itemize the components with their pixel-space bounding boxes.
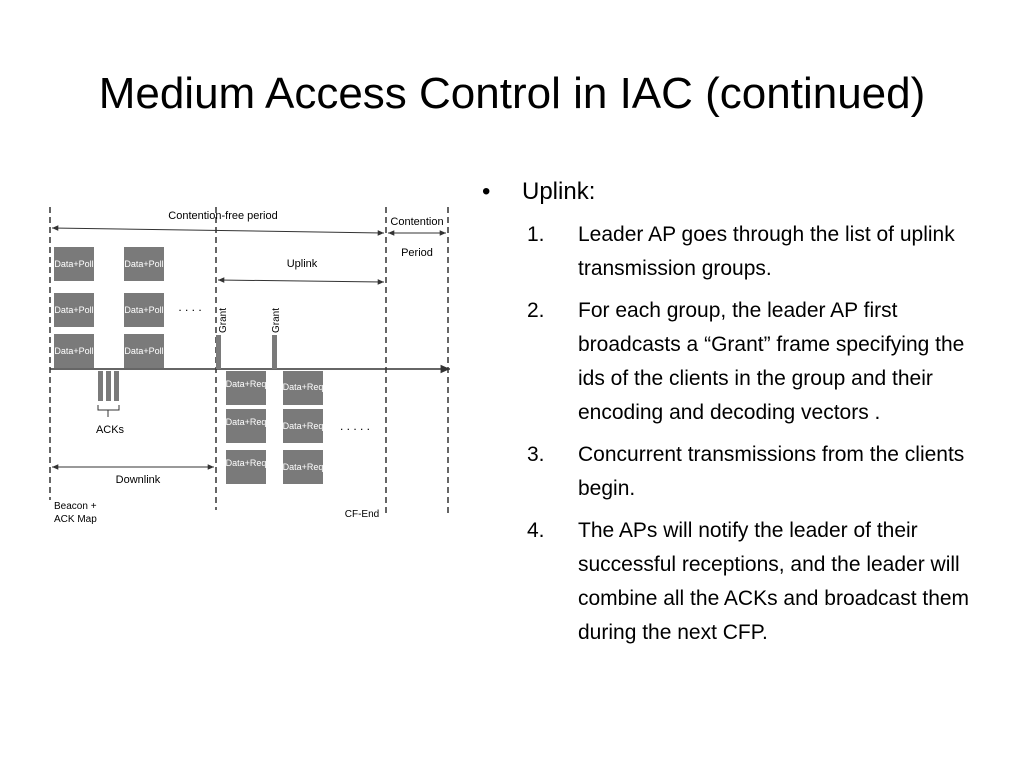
- data-req-label: Data+Req: [226, 379, 267, 389]
- data-poll-label: Data+Poll: [124, 346, 163, 356]
- grant-label: Grant: [218, 308, 229, 333]
- acks-label: ACKs: [96, 424, 125, 436]
- dots-upper: . . . .: [178, 300, 201, 314]
- data-req-label: Data+Req: [226, 417, 267, 427]
- grant-label: Grant: [271, 308, 282, 333]
- data-poll-label: Data+Poll: [54, 305, 93, 315]
- mac-timing-diagram: Contention-free period Contention Period…: [40, 195, 460, 535]
- data-req-box: [283, 371, 323, 405]
- list-item: 3. Concurrent transmissions from the cli…: [480, 438, 1000, 506]
- data-req-label: Data+Req: [283, 462, 324, 472]
- list-item: 2. For each group, the leader AP first b…: [480, 294, 1000, 430]
- ack-bar: [98, 371, 103, 401]
- timing-diagram-svg: Contention-free period Contention Period…: [49, 207, 450, 525]
- ack-bar: [106, 371, 111, 401]
- uplink-heading: Uplink:: [522, 178, 596, 205]
- data-req-box: [283, 409, 323, 443]
- bullet-uplink: • Uplink:: [480, 176, 1000, 208]
- data-req-box: [283, 450, 323, 484]
- data-poll-box: [124, 293, 164, 327]
- contention-free-label: Contention-free period: [168, 210, 277, 222]
- downlink-label: Downlink: [116, 474, 161, 486]
- data-req-label: Data+Req: [226, 458, 267, 468]
- item-number: 3.: [527, 443, 545, 466]
- grant-frame: [216, 335, 221, 369]
- data-poll-box: [54, 334, 94, 368]
- data-req-label: Data+Req: [283, 382, 324, 392]
- cfp-arrow: [51, 225, 385, 236]
- data-poll-box: [124, 334, 164, 368]
- data-poll-label: Data+Poll: [124, 259, 163, 269]
- data-req-box: [226, 371, 266, 405]
- bullet-icon: •: [482, 178, 491, 205]
- cf-end-label: CF-End: [345, 509, 379, 520]
- data-poll-label: Data+Poll: [124, 305, 163, 315]
- data-poll-label: Data+Poll: [54, 346, 93, 356]
- dots-lower: . . . . .: [340, 419, 370, 433]
- data-req-frames: Data+Req Data+Req Data+Req Data+Req Data…: [226, 371, 324, 484]
- item-text: Concurrent transmissions from the client…: [578, 443, 965, 500]
- item-text: The APs will notify the leader of their …: [578, 519, 970, 644]
- data-req-label: Data+Req: [283, 421, 324, 431]
- grant-frame: [272, 335, 277, 369]
- ack-map-label: ACK Map: [54, 514, 97, 525]
- slide-content: • Uplink: 1. Leader AP goes through the …: [480, 176, 1000, 658]
- list-item: 4. The APs will notify the leader of the…: [480, 514, 1000, 650]
- data-req-box: [226, 409, 266, 443]
- item-text: For each group, the leader AP first broa…: [578, 299, 965, 424]
- item-number: 2.: [527, 299, 545, 322]
- ack-bar: [114, 371, 119, 401]
- ack-frames: [98, 371, 119, 401]
- item-number: 4.: [527, 519, 545, 542]
- data-poll-box: [124, 247, 164, 281]
- item-text: Leader AP goes through the list of uplin…: [578, 223, 955, 280]
- steps-list: 1. Leader AP goes through the list of up…: [480, 218, 1000, 650]
- list-item: 1. Leader AP goes through the list of up…: [480, 218, 1000, 286]
- item-number: 1.: [527, 223, 545, 246]
- data-req-box: [226, 450, 266, 484]
- data-poll-box: [54, 293, 94, 327]
- uplink-label: Uplink: [287, 258, 318, 270]
- data-poll-label: Data+Poll: [54, 259, 93, 269]
- slide-title: Medium Access Control in IAC (continued): [98, 69, 926, 118]
- contention-label: Contention: [390, 216, 443, 228]
- beacon-label: Beacon +: [54, 501, 97, 512]
- data-poll-box: [54, 247, 94, 281]
- period-label: Period: [401, 247, 433, 259]
- uplink-arrow: [217, 277, 385, 285]
- data-poll-frames: Data+Poll Data+Poll Data+Poll Data+Poll …: [54, 247, 164, 368]
